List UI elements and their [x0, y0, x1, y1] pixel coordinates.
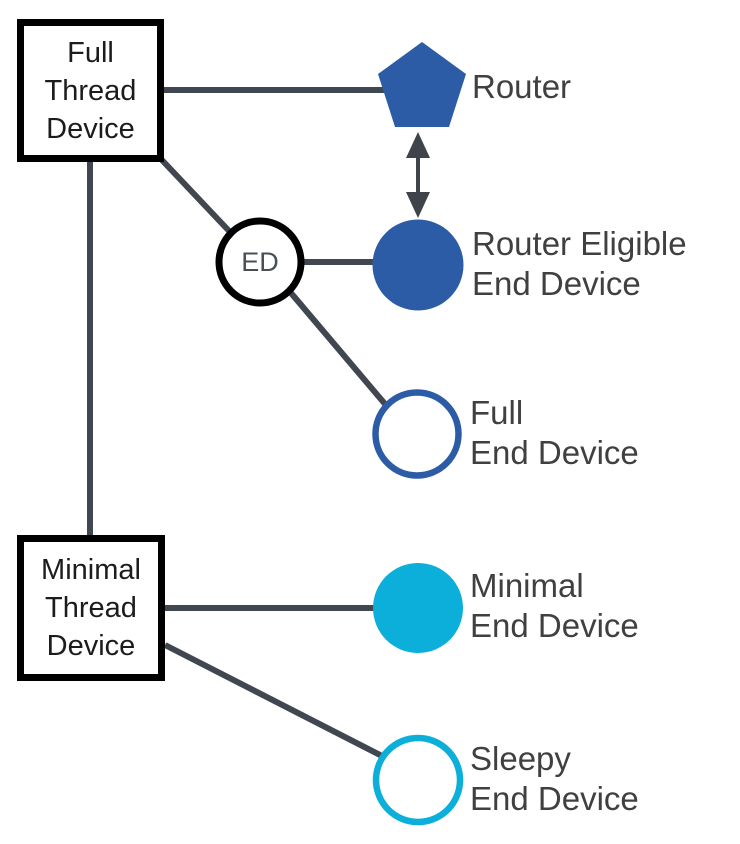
full-end-device-label-line-2: End Device — [470, 434, 639, 471]
router-eligible-end-device-label: Router Eligible End Device — [472, 224, 687, 304]
minimal-thread-device-box[interactable]: Minimal Thread Device — [17, 535, 165, 681]
minimal-thread-device-label-line-3: Device — [46, 630, 136, 662]
arrowhead-down-icon — [406, 192, 430, 218]
router-eligible-end-device-label-line-1: Router Eligible — [472, 225, 687, 262]
full-end-device-circle-shape[interactable] — [372, 389, 462, 479]
router-label: Router — [472, 67, 571, 107]
connector-lines — [87, 87, 392, 760]
router-label-line-1: Router — [472, 68, 572, 105]
connector-mtd-to-sed — [163, 642, 386, 760]
minimal-end-device-label-line-1: Minimal — [470, 567, 584, 604]
minimal-thread-device-label-line-1: Minimal — [41, 554, 141, 586]
router-eligible-end-device-label-line-2: End Device — [472, 265, 641, 302]
full-thread-device-label-line-1: Full — [67, 36, 114, 69]
double-arrow-router-reed — [406, 132, 430, 218]
legend-shapes — [372, 42, 466, 826]
connector-ftd-to-ed — [157, 155, 233, 235]
connector-ed-to-fed — [288, 291, 388, 406]
router-pentagon-shape[interactable] — [378, 42, 466, 127]
minimal-end-device-label-line-2: End Device — [470, 607, 639, 644]
minimal-end-device-label: Minimal End Device — [470, 566, 639, 646]
sleepy-end-device-circle-shape[interactable] — [372, 734, 464, 826]
full-end-device-label: Full End Device — [470, 393, 639, 473]
sleepy-end-device-label-line-2: End Device — [470, 780, 639, 817]
full-thread-device-box[interactable]: Full Thread Device — [17, 19, 164, 162]
sleepy-end-device-label: Sleepy End Device — [470, 739, 639, 819]
full-thread-device-label-line-2: Thread — [44, 74, 137, 107]
minimal-end-device-circle-shape[interactable] — [373, 563, 463, 653]
end-device-badge-circle-shape[interactable] — [215, 217, 305, 307]
minimal-thread-device-label-line-2: Thread — [45, 592, 137, 624]
router-eligible-end-device-circle-shape[interactable] — [372, 219, 464, 311]
sleepy-end-device-label-line-1: Sleepy — [470, 740, 571, 777]
full-end-device-label-line-1: Full — [470, 394, 524, 431]
arrowhead-up-icon — [406, 132, 430, 158]
full-thread-device-label-line-3: Device — [46, 112, 135, 145]
